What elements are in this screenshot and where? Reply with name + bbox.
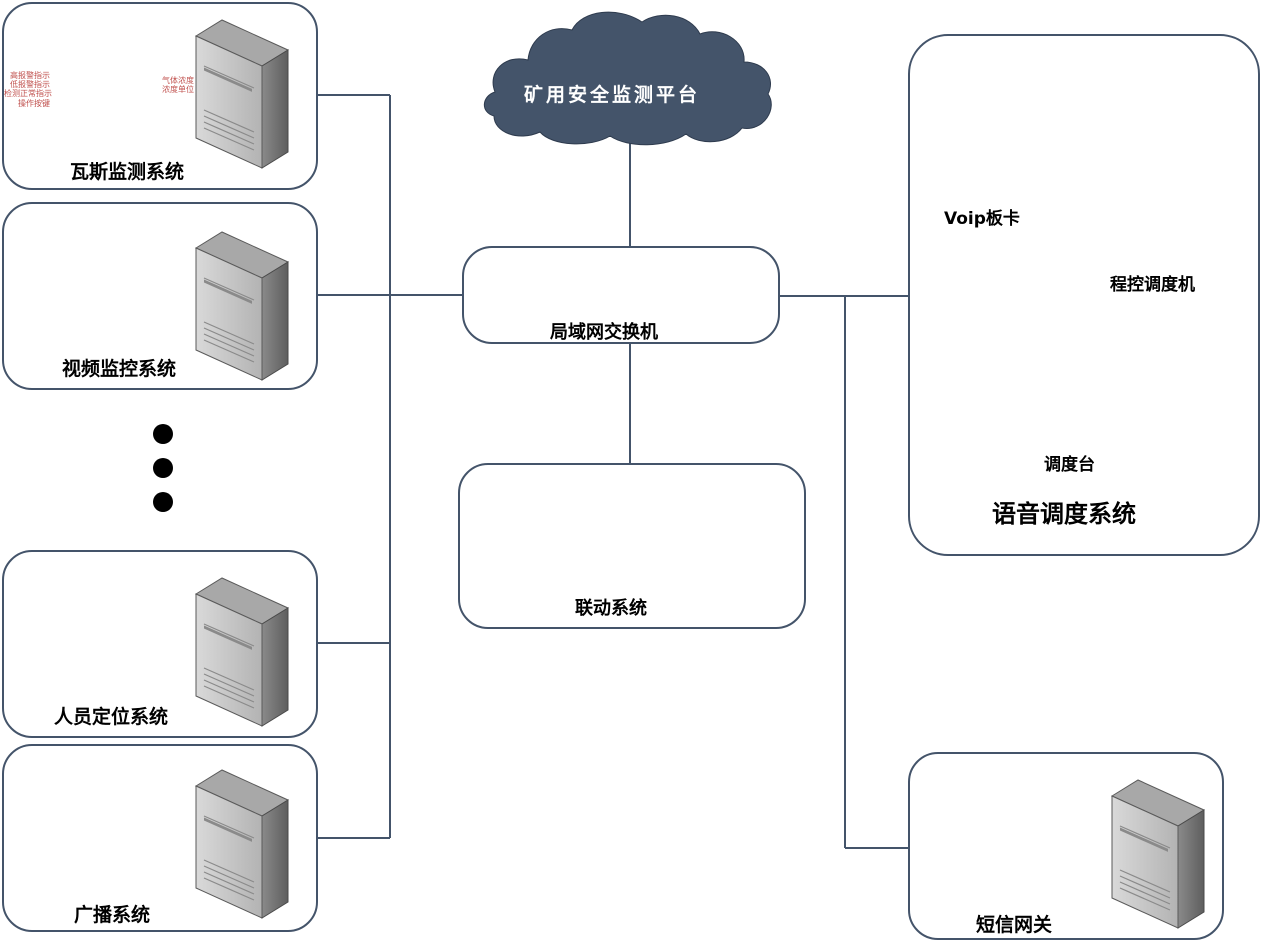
ellipsis-dot	[153, 458, 173, 478]
voice-system-label: 语音调度系统	[992, 500, 1136, 528]
connector-lines	[318, 94, 908, 849]
sms-gateway-box	[908, 752, 1224, 940]
switch-label: 局域网交换机	[550, 322, 658, 343]
personnel-system-label: 人员定位系统	[54, 706, 169, 728]
linkage-box	[458, 463, 806, 629]
exchange-label: 程控调度机	[1110, 275, 1195, 295]
switch-box	[462, 246, 780, 344]
gas-panel-label: 检测正常指示	[4, 89, 52, 98]
gas-panel-title: 气体检测报警器	[82, 49, 131, 57]
gas-panel-label: 操作按键	[18, 99, 50, 108]
gas-panel-label: 浓度单位	[162, 85, 194, 94]
console-label: 调度台	[1044, 455, 1095, 475]
gas-system-label: 瓦斯监测系统	[70, 161, 185, 183]
video-system-label: 视频监控系统	[62, 358, 177, 380]
gas-panel-label: 气体浓度	[162, 76, 194, 85]
sms-gateway-label: 短信网关	[976, 914, 1053, 936]
broadcast-system-box	[2, 744, 318, 932]
linkage-label: 联动系统	[575, 598, 647, 619]
ellipsis-dot	[153, 492, 173, 512]
broadcast-system-label: 广播系统	[74, 904, 151, 926]
cloud-platform	[483, 11, 772, 146]
voice-system-box	[908, 34, 1260, 556]
gas-panel-label: 低报警指示	[10, 80, 50, 89]
voip-card-label: Voip板卡	[944, 209, 1020, 229]
platform-label: 矿用安全监测平台	[524, 84, 701, 106]
ellipsis-dot	[153, 424, 173, 444]
gas-panel-label: 高报警指示	[10, 71, 50, 80]
